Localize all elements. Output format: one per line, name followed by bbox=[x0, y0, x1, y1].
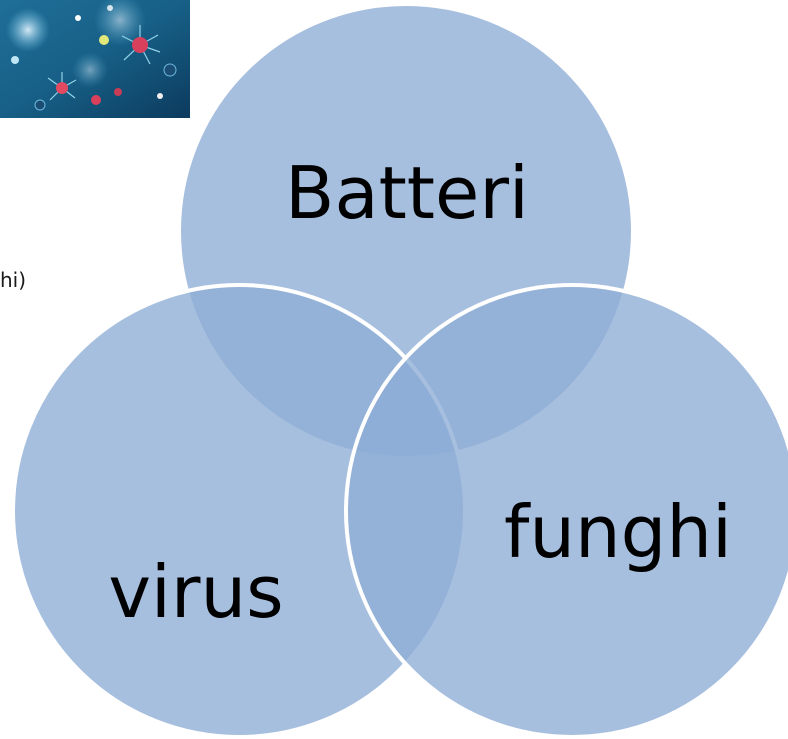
venn-label-funghi: funghi bbox=[504, 490, 732, 574]
venn-label-batteri: Batteri bbox=[285, 151, 529, 235]
venn-label-virus: virus bbox=[108, 550, 283, 634]
